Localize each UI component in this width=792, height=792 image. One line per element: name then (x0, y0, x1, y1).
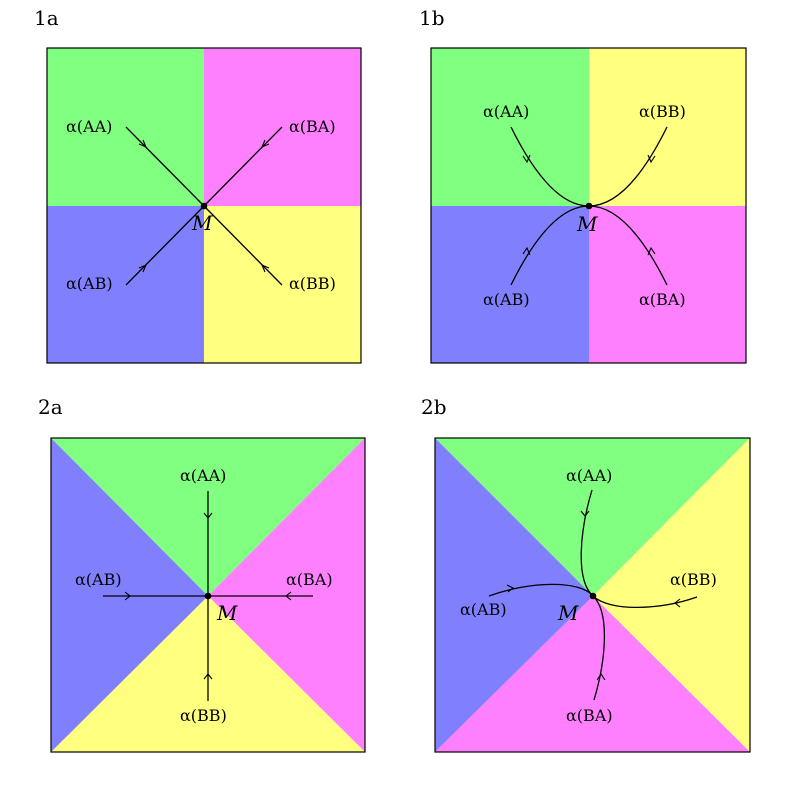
arrowhead-2a-bb (203, 673, 213, 680)
branch-label-2b-bb: α(BB) (670, 570, 717, 589)
branch-label-1a-bb: α(BB) (289, 274, 336, 293)
branch-1a-bb (203, 205, 283, 286)
branch-2b-bb (592, 595, 698, 608)
branch-2b-ab (488, 583, 594, 597)
region-1b-blue (431, 206, 589, 363)
arrowhead-2a-ba (285, 591, 292, 601)
point-1b-m (585, 202, 593, 210)
arrowhead-1b-bb (647, 154, 656, 164)
arrowhead-2b-ab (506, 584, 515, 593)
branch-label-2b-aa: α(AA) (566, 466, 612, 485)
panel-2b-label: 2b (421, 395, 447, 419)
branch-1b-aa (510, 126, 590, 207)
frame-1a (46, 47, 362, 364)
branch-1a-ba (203, 126, 283, 207)
branch-label-2b-ba: α(BA) (566, 706, 613, 725)
arrowhead-1a-bb (260, 263, 270, 273)
arrowhead-1a-aa (138, 139, 148, 149)
region-2b-blue (435, 438, 593, 752)
point-1a-m-label: M (191, 211, 213, 235)
branch-label-1a-aa: α(AA) (66, 117, 112, 136)
region-2b-green (435, 438, 750, 596)
region-1b-magenta (589, 206, 746, 363)
branch-label-1a-ba: α(BA) (289, 117, 336, 136)
branch-1a-ab (125, 205, 205, 286)
branch-label-2b-ab: α(AB) (460, 600, 507, 619)
branch-label-1b-ab: α(AB) (483, 290, 530, 309)
panel-2a-label: 2a (38, 395, 63, 419)
point-2a-m-label: M (216, 601, 238, 625)
arrowhead-1b-ab (522, 246, 531, 256)
panel-1a: 1a M α(AA) α(BA) α(AB) α(BB) (34, 6, 362, 364)
arrowhead-1b-ba (647, 246, 656, 256)
arrowhead-2a-ab (124, 591, 131, 601)
arrowhead-2a-aa (203, 512, 213, 519)
branch-label-1a-ab: α(AB) (66, 274, 113, 293)
branch-2b-aa (580, 489, 594, 597)
point-2b-m (589, 592, 597, 600)
branch-1b-ab (510, 205, 590, 286)
branch-1a-aa (125, 126, 205, 207)
arrowhead-1b-aa (522, 154, 531, 164)
arrowhead-2b-ba (596, 673, 606, 681)
point-1b-m-label: M (576, 212, 598, 236)
region-1b-green (431, 48, 589, 206)
arrowhead-2b-aa (580, 510, 590, 517)
branch-label-1b-aa: α(AA) (483, 102, 529, 121)
arrowhead-1a-ba (260, 139, 270, 149)
panel-1b: 1b M α(AA) α(BB) α(AB) α(BA) (419, 6, 747, 364)
panel-1a-label: 1a (34, 6, 59, 30)
frame-2a (50, 437, 366, 753)
point-2a-m (204, 592, 212, 600)
point-2b-m-label: M (557, 601, 579, 625)
branch-label-1b-ba: α(BA) (639, 290, 686, 309)
branch-1b-ba (588, 205, 668, 286)
panel-2a: 2a M α(AA) α(AB) α(BA) α(BB) (38, 395, 366, 753)
region-1b-yellow (589, 48, 746, 206)
panel-1b-label: 1b (419, 6, 445, 30)
branch-label-2a-ba: α(BA) (286, 570, 333, 589)
frame-2b (434, 437, 751, 753)
branch-1b-bb (588, 126, 668, 207)
region-2b-yellow (593, 438, 750, 752)
region-2b-magenta (435, 596, 750, 752)
branch-label-1b-bb: α(BB) (639, 102, 686, 121)
arrowhead-2b-bb (674, 598, 681, 608)
branch-2b-ba (592, 595, 606, 701)
point-1a-m (200, 202, 208, 210)
arrowhead-1a-ab (138, 263, 148, 273)
panel-2b: 2b M α(AA) α(BB) α(AB) α(BA) (421, 395, 751, 753)
branch-label-2a-aa: α(AA) (180, 466, 226, 485)
branch-label-2a-bb: α(BB) (180, 706, 227, 725)
branch-label-2a-ab: α(AB) (75, 570, 122, 589)
frame-1b (430, 47, 747, 364)
